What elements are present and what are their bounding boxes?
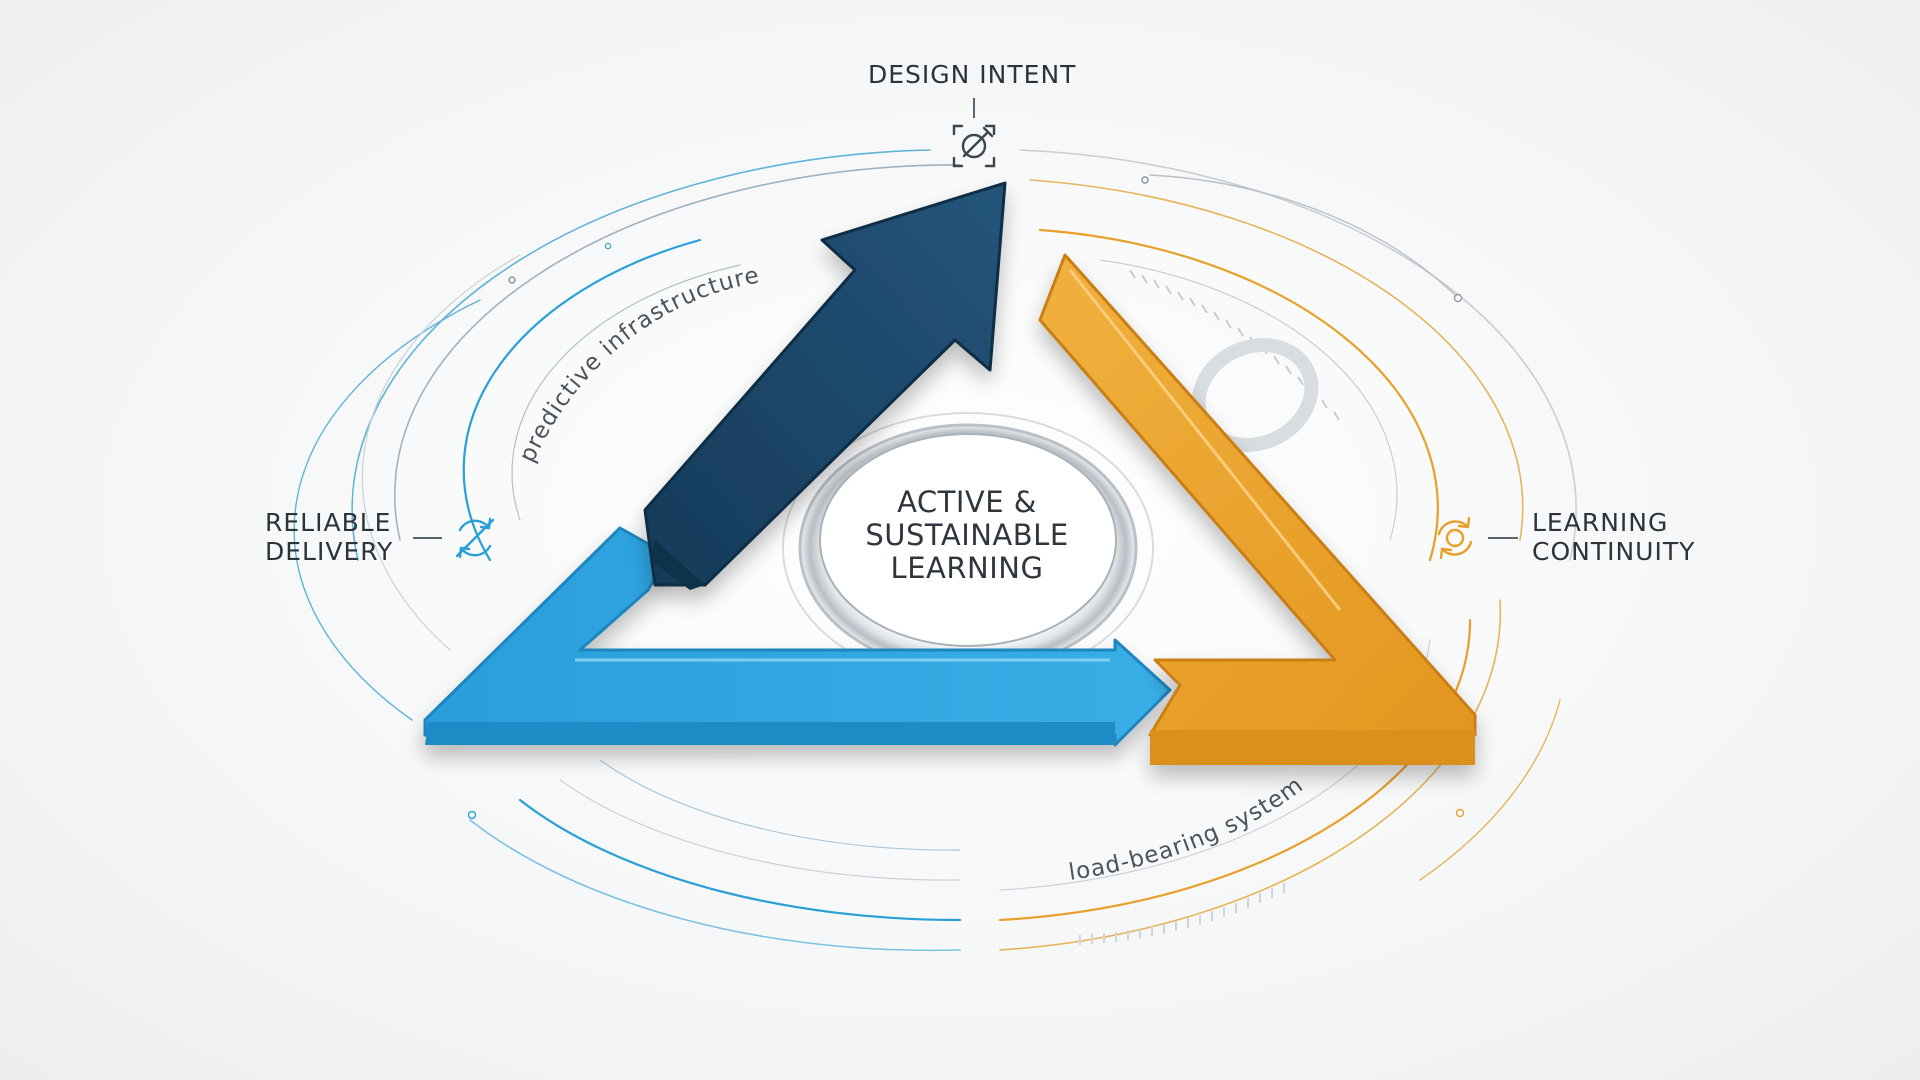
refresh-cycle-icon xyxy=(1437,516,1473,560)
center-label: ACTIVE & SUSTAINABLE LEARNING xyxy=(817,486,1117,585)
node-label-reliable-delivery: RELIABLE DELIVERY xyxy=(265,508,393,566)
node-label-line: RELIABLE xyxy=(265,508,392,537)
no-sync-icon xyxy=(455,517,495,559)
center-label-line: SUSTAINABLE xyxy=(865,518,1069,552)
node-label-line: DELIVERY xyxy=(265,537,394,566)
label-connectors xyxy=(413,98,1518,539)
node-label-line: CONTINUITY xyxy=(1532,537,1696,566)
arc-label-load-bearing-system: load-bearing system xyxy=(1067,772,1308,886)
pencil-target-icon xyxy=(952,124,996,168)
node-label-line: LEARNING xyxy=(1532,508,1669,537)
blue-arrow xyxy=(423,526,1172,747)
navy-arrow xyxy=(643,181,1007,590)
node-label-learning-continuity: LEARNING CONTINUITY xyxy=(1532,508,1695,566)
decorative-arcs-left xyxy=(293,149,962,952)
center-ring xyxy=(782,412,1154,684)
node-label-design-intent: DESIGN INTENT xyxy=(868,60,1077,89)
center-label-line: ACTIVE & xyxy=(897,485,1037,519)
orange-arrow xyxy=(1038,253,1477,765)
center-label-line: LEARNING xyxy=(890,551,1044,585)
tick-band-bottom xyxy=(1079,883,1285,945)
